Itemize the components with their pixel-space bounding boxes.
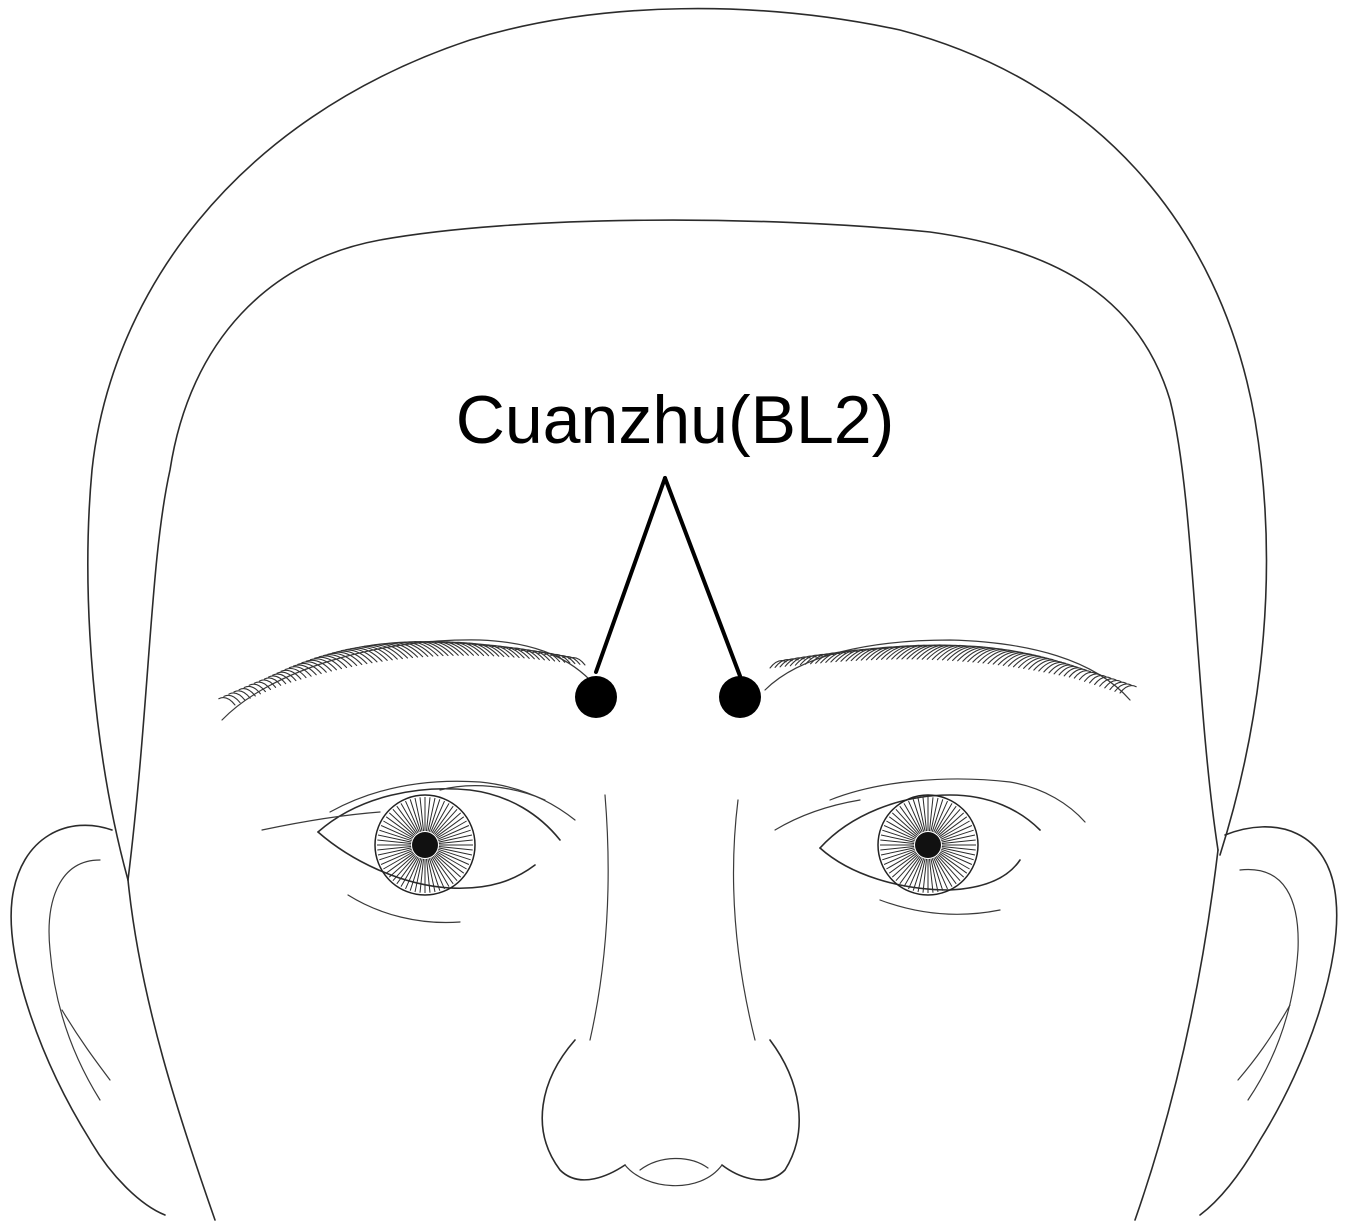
left-eyebrow [219, 640, 590, 720]
eyebrow-hair [273, 674, 291, 682]
left-ear-inner [49, 860, 100, 1100]
right-ear [1200, 827, 1337, 1215]
hairline [128, 220, 1218, 880]
eyebrow-hair [277, 672, 296, 680]
eyebrow-hair [503, 647, 529, 658]
left-eye [262, 781, 575, 922]
acupoint-marker-left [575, 676, 617, 718]
right-ear-inner [1240, 870, 1298, 1100]
nose-right-ala [722, 1040, 799, 1180]
eyebrow-hair [360, 646, 393, 659]
leader-line-right [665, 478, 740, 676]
nose-bridge-right [733, 800, 755, 1040]
acupoint-marker-right [719, 676, 761, 718]
eyebrow-hair [219, 698, 235, 705]
nose-left-ala [542, 1040, 625, 1180]
left-jaw [128, 880, 215, 1220]
right-eyebrow [765, 640, 1136, 700]
acupoint-label: Cuanzhu(BL2) [456, 382, 894, 458]
eyebrow-hair [978, 650, 1009, 663]
eyebrow-hair [364, 646, 397, 660]
nose-bridge-left [590, 795, 608, 1040]
eyebrow-hair [509, 648, 534, 659]
right-eye [775, 779, 1085, 914]
right-jaw [1135, 850, 1218, 1220]
leader-line-left [596, 478, 665, 672]
left-pupil [412, 832, 438, 858]
right-pupil [915, 832, 941, 858]
left-ear [11, 825, 165, 1215]
